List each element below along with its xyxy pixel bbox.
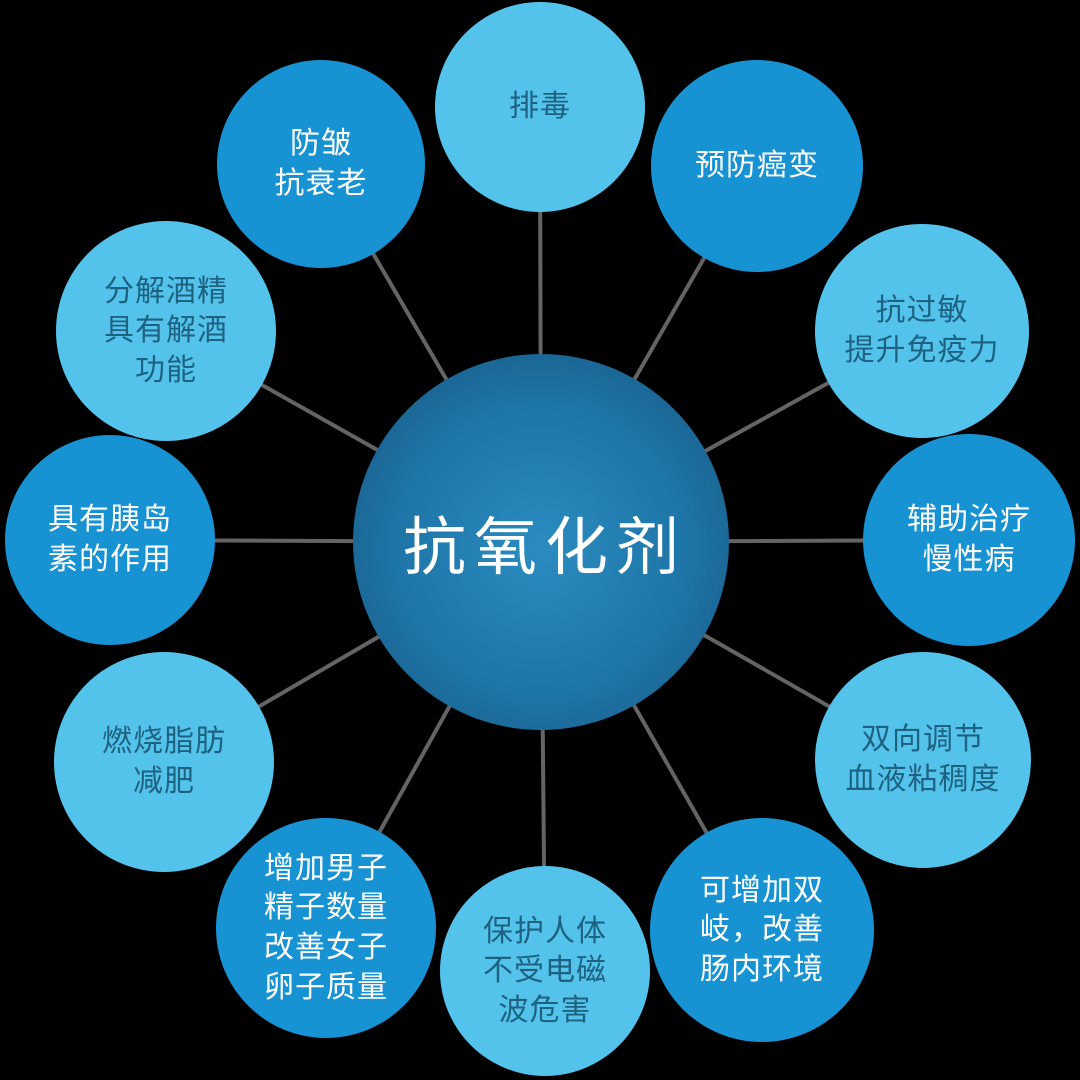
benefit-label: 辅助治疗 慢性病 <box>907 502 1031 577</box>
benefit-circle-detox: 排毒 <box>435 2 645 212</box>
benefit-circle-anti-aging: 防皱 抗衰老 <box>217 60 425 268</box>
benefit-circle-fertility: 增加男子 精子数量 改善女子 卵子质量 <box>216 818 436 1038</box>
benefit-label: 具有胰岛 素的作用 <box>48 502 172 577</box>
benefit-label: 抗过敏 提升免疫力 <box>844 293 1000 368</box>
benefit-label: 可增加双 岐，改善 肠内环境 <box>700 872 824 987</box>
benefit-label: 排毒 <box>509 89 571 125</box>
benefit-circle-cancer-prevention: 预防癌变 <box>651 60 863 272</box>
benefit-circle-electromagnetic-protection: 保护人体 不受电磁 波危害 <box>440 866 650 1076</box>
benefit-circle-chronic-disease: 辅助治疗 慢性病 <box>863 434 1075 646</box>
benefit-circle-blood-viscosity: 双向调节 血液粘稠度 <box>815 652 1031 868</box>
center-label: 抗氧化剂 <box>403 510 687 584</box>
benefit-label: 防皱 抗衰老 <box>274 126 368 201</box>
benefit-label: 燃烧脂肪 减肥 <box>102 724 226 799</box>
benefit-label: 增加男子 精子数量 改善女子 卵子质量 <box>264 850 388 1005</box>
benefit-label: 保护人体 不受电磁 波危害 <box>483 913 607 1028</box>
benefit-circle-fat-burning: 燃烧脂肪 减肥 <box>54 652 274 872</box>
benefit-label: 分解酒精 具有解酒 功能 <box>104 273 228 388</box>
benefit-circle-insulin-effect: 具有胰岛 素的作用 <box>5 435 215 645</box>
benefit-label: 双向调节 血液粘稠度 <box>845 722 1001 797</box>
benefit-circle-alcohol-breakdown: 分解酒精 具有解酒 功能 <box>56 221 276 441</box>
benefit-label: 预防癌变 <box>695 148 819 184</box>
center-circle: 抗氧化剂 <box>353 354 729 730</box>
benefit-circle-immunity: 抗过敏 提升免疫力 <box>815 224 1029 438</box>
benefit-circle-gut-environment: 可增加双 岐，改善 肠内环境 <box>650 818 874 1042</box>
